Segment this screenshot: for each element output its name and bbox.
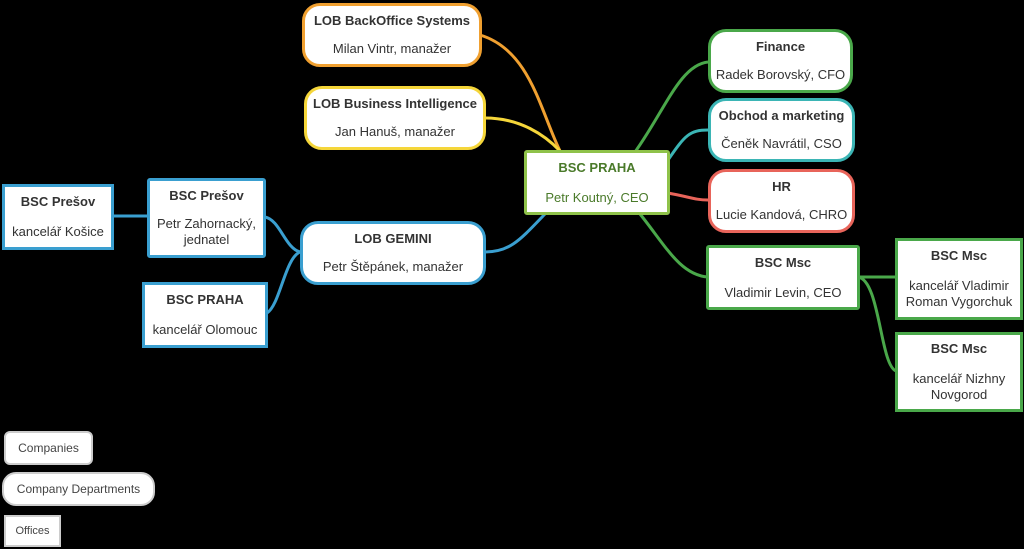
node-bsc-msc[interactable]: BSC Msc Vladimir Levin, CEO bbox=[706, 245, 860, 310]
node-title: BSC Msc bbox=[930, 248, 988, 263]
node-bsc-msc-vladimir[interactable]: BSC Msc kancelář Vladimir Roman Vygorchu… bbox=[895, 238, 1023, 320]
node-subtitle: Petr Štěpánek, manažer bbox=[322, 259, 464, 274]
link-praha-obchod bbox=[666, 128, 709, 161]
node-lob-backoffice[interactable]: LOB BackOffice Systems Milan Vintr, mana… bbox=[302, 3, 482, 67]
link-praha-msc bbox=[638, 213, 709, 279]
node-title: BSC Prešov bbox=[20, 194, 96, 209]
node-finance[interactable]: Finance Radek Borovský, CFO bbox=[708, 29, 853, 93]
node-obchod[interactable]: Obchod a marketing Čeněk Navrátil, CSO bbox=[708, 98, 855, 162]
link-gemini-praha-office bbox=[265, 250, 301, 315]
link-msc-nizhny bbox=[857, 275, 897, 373]
node-hr[interactable]: HR Lucie Kandová, CHRO bbox=[708, 169, 855, 233]
node-bsc-msc-nizhny[interactable]: BSC Msc kancelář Nizhny Novgorod bbox=[895, 332, 1023, 412]
node-subtitle: kancelář Nizhny Novgorod bbox=[912, 371, 1006, 402]
node-bsc-presov-office[interactable]: BSC Prešov kancelář Košice bbox=[2, 184, 114, 250]
node-subtitle: Petr Zahornacký, jednatel bbox=[157, 216, 256, 247]
link-praha-finance bbox=[633, 60, 709, 153]
legend-label: Offices bbox=[15, 525, 50, 537]
node-bsc-praha-office[interactable]: BSC PRAHA kancelář Olomouc bbox=[142, 282, 268, 348]
legend-label: Companies bbox=[18, 441, 79, 455]
node-title: Obchod a marketing bbox=[718, 108, 845, 123]
legend-companies: Companies bbox=[4, 431, 93, 465]
node-subtitle: Vladimir Levin, CEO bbox=[724, 284, 842, 300]
legend-label: Company Departments bbox=[16, 482, 141, 496]
link-praha-backoffice bbox=[479, 33, 562, 152]
legend-departments: Company Departments bbox=[2, 472, 155, 506]
node-title: HR bbox=[772, 179, 791, 194]
node-title: BSC Prešov bbox=[169, 188, 244, 203]
legend-offices: Offices bbox=[4, 515, 61, 547]
node-title: LOB Business Intelligence bbox=[313, 96, 477, 111]
node-subtitle: Čeněk Navrátil, CSO bbox=[721, 136, 842, 151]
node-title: LOB BackOffice Systems bbox=[313, 13, 471, 28]
node-lob-gemini[interactable]: LOB GEMINI Petr Štěpánek, manažer bbox=[300, 221, 486, 285]
node-bsc-presov[interactable]: BSC Prešov Petr Zahornacký, jednatel bbox=[147, 178, 266, 258]
node-subtitle: Lucie Kandová, CHRO bbox=[715, 207, 848, 222]
node-subtitle: Milan Vintr, manažer bbox=[332, 41, 452, 56]
node-subtitle: Petr Koutný, CEO bbox=[545, 189, 649, 205]
node-title: LOB GEMINI bbox=[354, 231, 432, 246]
node-bsc-praha-main[interactable]: BSC PRAHA Petr Koutný, CEO bbox=[524, 150, 670, 215]
node-title: BSC PRAHA bbox=[166, 292, 244, 307]
node-subtitle: Jan Hanuš, manažer bbox=[335, 124, 455, 139]
link-praha-hr bbox=[667, 191, 709, 202]
link-gemini-presov bbox=[264, 215, 301, 254]
node-title: BSC Msc bbox=[754, 254, 812, 270]
node-title: Finance bbox=[755, 39, 806, 54]
node-lob-bi[interactable]: LOB Business Intelligence Jan Hanuš, man… bbox=[304, 86, 486, 150]
node-title: BSC PRAHA bbox=[558, 159, 636, 175]
node-subtitle: Radek Borovský, CFO bbox=[715, 67, 846, 82]
node-title: BSC Msc bbox=[930, 341, 988, 356]
node-subtitle: kancelář Košice bbox=[12, 224, 104, 239]
link-praha-gemini bbox=[484, 212, 547, 254]
link-praha-bi bbox=[484, 116, 562, 153]
node-subtitle: kancelář Olomouc bbox=[152, 322, 258, 337]
node-subtitle: kancelář Vladimir Roman Vygorchuk bbox=[905, 278, 1013, 309]
